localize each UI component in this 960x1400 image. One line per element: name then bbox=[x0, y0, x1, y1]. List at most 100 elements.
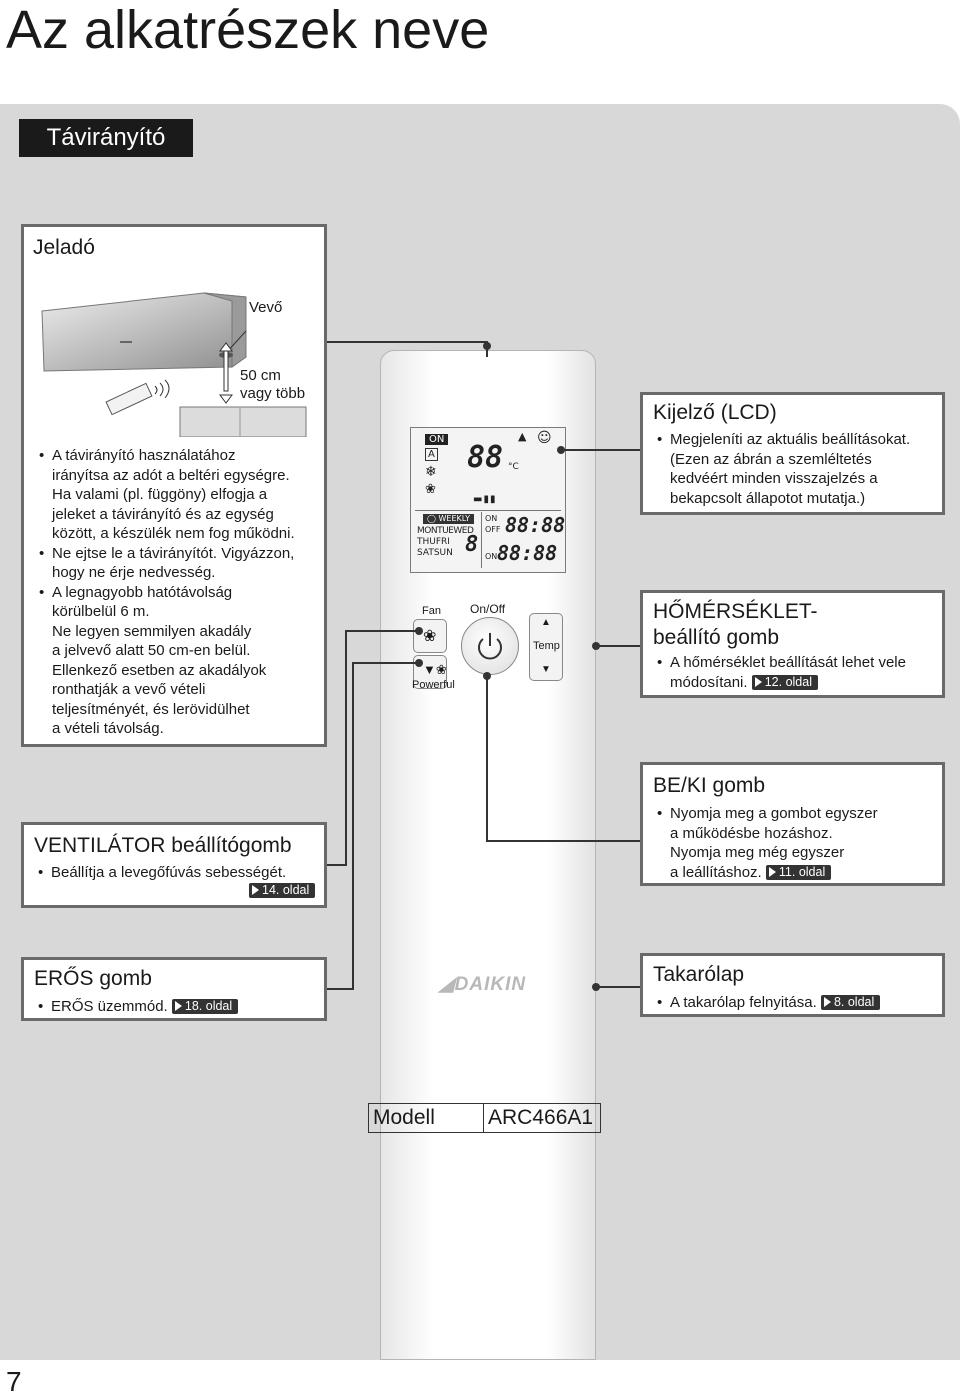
list-item: Ne ejtse le a távirányítót. Vigyázzon,ho… bbox=[36, 544, 326, 583]
temp-button-title: HŐMÉRSÉKLET-beállító gomb bbox=[653, 600, 818, 649]
lcd-a-icon: A bbox=[425, 448, 438, 461]
connector-fan-h2 bbox=[327, 864, 347, 866]
connector-onoff-v bbox=[486, 676, 488, 841]
play-icon bbox=[754, 676, 762, 687]
page-ref-badge: 11. oldal bbox=[765, 864, 832, 880]
distance-label-2: vagy több bbox=[240, 385, 306, 402]
model-value: ARC466A1 bbox=[483, 1103, 601, 1133]
cover-title: Takarólap bbox=[653, 963, 745, 986]
page-title: Az alkatrészek neve bbox=[6, 0, 490, 60]
powerful-icon: ▼❀ bbox=[423, 662, 447, 677]
lcd-fan-icon: ❀ bbox=[425, 482, 436, 497]
lcd-day-number: 8 bbox=[465, 532, 479, 557]
play-icon bbox=[768, 866, 776, 877]
lcd-days-3: SATSUN bbox=[417, 548, 453, 558]
list-item: ERŐS üzemmód. 18. oldal bbox=[35, 997, 325, 1017]
lcd-temp: 88 bbox=[467, 440, 504, 475]
connector-onoff-h bbox=[486, 840, 640, 842]
lcd-bars-icon: ▬▮▮ bbox=[473, 494, 497, 505]
distance-label-1: 50 cm bbox=[240, 367, 281, 384]
connector-lcd bbox=[560, 449, 640, 451]
onoff-title: BE/KI gomb bbox=[653, 774, 766, 797]
connector-dot bbox=[483, 342, 491, 350]
connector-fan-h1 bbox=[345, 630, 419, 632]
onoff-callout: BE/KI gomb Nyomja meg a gombot egyszera … bbox=[640, 762, 945, 886]
lcd-off-label: OFF bbox=[485, 525, 501, 534]
connector-dot bbox=[557, 446, 565, 454]
connector-powerful-h2 bbox=[327, 988, 354, 990]
page-ref-badge: 8. oldal bbox=[820, 995, 881, 1010]
logo-mark-icon: ◢ bbox=[439, 974, 455, 995]
temp-up-icon: ▲ bbox=[541, 617, 551, 628]
lcd-timer-1: 88:88 bbox=[505, 513, 566, 537]
power-icon bbox=[478, 633, 502, 660]
fan-button[interactable]: ❀ bbox=[413, 619, 447, 653]
fan-label: Fan bbox=[422, 605, 441, 617]
connector-powerful-h1 bbox=[352, 662, 419, 664]
powerful-button-callout: ERŐS gomb ERŐS üzemmód. 18. oldal bbox=[21, 957, 327, 1021]
temp-label: Temp bbox=[533, 640, 560, 652]
lcd-divider-v bbox=[481, 512, 482, 568]
lcd-display: ON A 88 °C ❄ ❀ ☺ ▲ ▬▮▮ ◯ WEEKLY MONTUEWE… bbox=[410, 427, 566, 573]
brand-logo: ◢DAIKIN bbox=[439, 974, 527, 995]
indoor-unit-illustration bbox=[41, 292, 307, 437]
lcd-divider bbox=[415, 510, 561, 511]
fan-icon: ❀ bbox=[423, 628, 437, 645]
lcd-days-2: THUFRI bbox=[417, 537, 450, 547]
page-number: 7 bbox=[6, 1366, 22, 1397]
page-ref-badge: 18. oldal bbox=[171, 999, 239, 1014]
connector-dot bbox=[592, 642, 600, 650]
lcd-person-icon: ☺ bbox=[537, 430, 552, 446]
powerful-label: Powerful bbox=[412, 679, 455, 691]
section-tab: Távirányító bbox=[19, 119, 193, 157]
temp-button-callout: HŐMÉRSÉKLET-beállító gomb A hőmérséklet … bbox=[640, 590, 945, 698]
temp-button[interactable]: ▲ Temp ▼ bbox=[529, 613, 563, 681]
table-row: Modell ARC466A1 bbox=[368, 1103, 601, 1133]
onoff-button[interactable] bbox=[461, 617, 519, 675]
play-icon bbox=[823, 997, 831, 1007]
connector-fan-v bbox=[345, 630, 347, 865]
connector-dot bbox=[483, 672, 491, 680]
page-ref-badge: 12. oldal bbox=[751, 674, 818, 690]
connector-cover bbox=[596, 986, 640, 988]
connector-powerful-v bbox=[352, 662, 354, 989]
connector-dot bbox=[592, 983, 600, 991]
lcd-weekly: ◯ WEEKLY bbox=[423, 514, 475, 524]
fan-button-title: VENTILÁTOR beállítógomb bbox=[34, 834, 292, 857]
play-icon bbox=[174, 1001, 182, 1011]
list-item: Megjeleníti az aktuális beállításokat.(E… bbox=[654, 430, 944, 508]
transmitter-box: Jeladó Vevő 50 cm vagy több A távirányít… bbox=[21, 224, 327, 747]
receiver-label: Vevő bbox=[249, 299, 283, 316]
page-ref-badge: 14. oldal bbox=[249, 883, 316, 898]
list-item: A takarólap felnyitása. 8. oldal bbox=[654, 993, 944, 1013]
play-icon bbox=[252, 885, 259, 895]
lcd-days-1: MONTUEWED bbox=[417, 526, 474, 536]
lcd-callout: Kijelző (LCD) Megjeleníti az aktuális be… bbox=[640, 392, 945, 515]
lcd-on-label-2: ON bbox=[485, 552, 498, 561]
lcd-snow-icon: ❄ bbox=[425, 464, 437, 480]
lcd-callout-title: Kijelző (LCD) bbox=[653, 401, 777, 424]
list-item: Beállítja a levegőfúvás sebességét. bbox=[35, 863, 325, 883]
temp-down-icon: ▼ bbox=[541, 664, 551, 675]
transmitter-title: Jeladó bbox=[33, 236, 95, 259]
connector-temp bbox=[596, 645, 640, 647]
lcd-up-icon: ▲ bbox=[518, 430, 527, 443]
lcd-on-indicator: ON bbox=[425, 434, 449, 445]
connector-transmitter bbox=[327, 341, 487, 343]
connector-dot bbox=[415, 627, 423, 635]
lcd-on-label: ON bbox=[485, 514, 498, 523]
model-table: Modell ARC466A1 bbox=[368, 1103, 601, 1133]
lcd-unit: °C bbox=[508, 462, 519, 472]
fan-button-callout: VENTILÁTOR beállítógomb Beállítja a leve… bbox=[21, 822, 327, 908]
model-label: Modell bbox=[368, 1103, 484, 1133]
onoff-label: On/Off bbox=[470, 602, 506, 616]
remote-control: ON A 88 °C ❄ ❀ ☺ ▲ ▬▮▮ ◯ WEEKLY MONTUEWE… bbox=[380, 350, 596, 1360]
list-item: A hőmérséklet beállítását lehet velemódo… bbox=[654, 653, 944, 692]
powerful-button-title: ERŐS gomb bbox=[34, 967, 152, 990]
cover-callout: Takarólap A takarólap felnyitása. 8. old… bbox=[640, 953, 945, 1017]
lcd-timer-2: 88:88 bbox=[497, 541, 558, 565]
connector-dot bbox=[415, 659, 423, 667]
